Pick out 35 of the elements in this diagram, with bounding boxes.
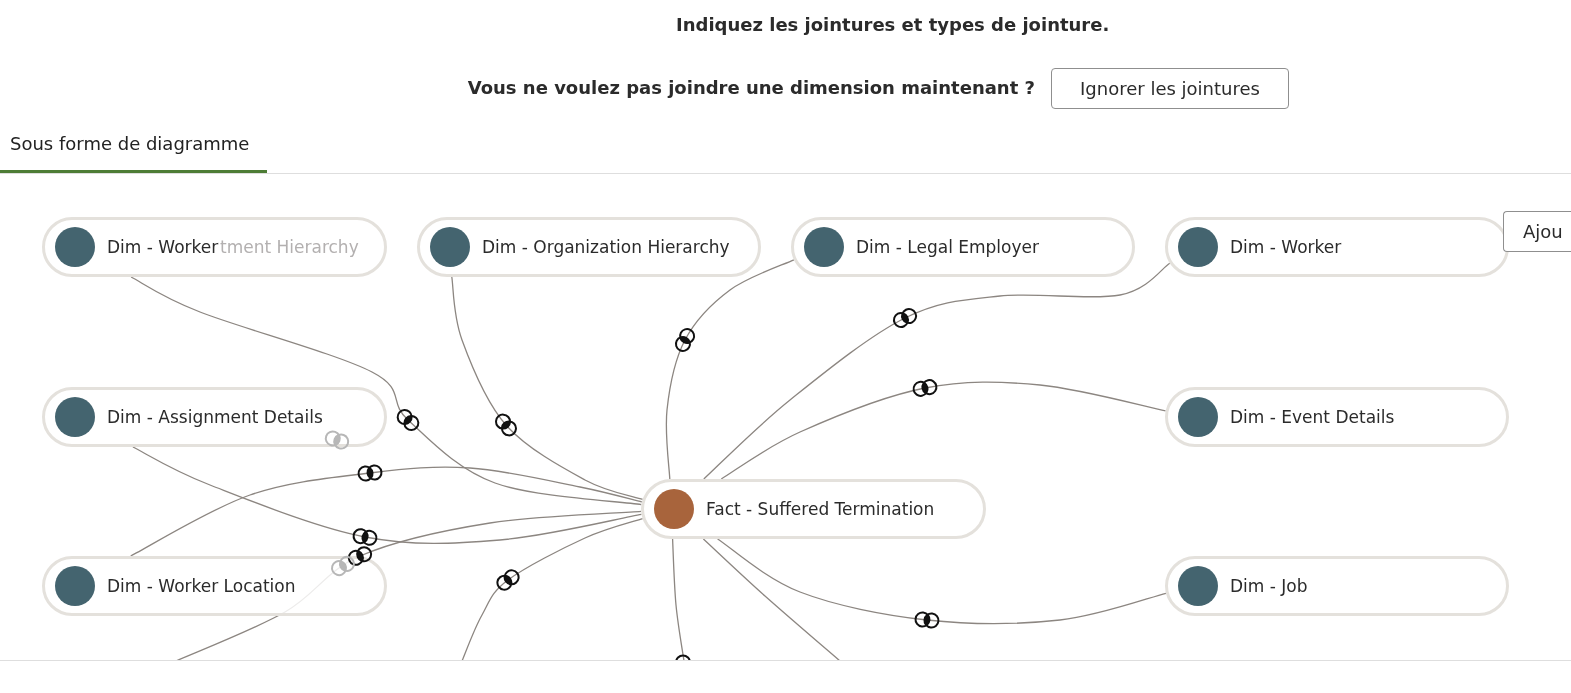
connector-line <box>716 538 1167 625</box>
prompt-text: Vous ne voulez pas joindre une dimension maintenant ? <box>467 76 1035 100</box>
connector-line <box>132 446 643 545</box>
node-label: Dim - Worker <box>107 236 219 258</box>
node-label: Dim - Organization Hierarchy <box>482 236 730 258</box>
connector-line <box>451 276 644 501</box>
skip-joins-button: Ignorer les jointures <box>1051 68 1289 109</box>
connector-line <box>665 259 795 480</box>
dimension-node <box>1165 556 1509 616</box>
node-label: Dim - Event Details <box>1230 406 1395 428</box>
node-label: Fact - Suffered Termination <box>706 498 935 520</box>
node-label: Dim - Legal Employer <box>856 236 1039 258</box>
node-label: Dim - Job <box>1230 575 1308 597</box>
active-tab: Sous forme de diagramme <box>0 122 267 173</box>
dimension-node <box>42 217 387 277</box>
node-label: Dim - Worker Location <box>107 575 296 597</box>
dimension-node <box>1165 217 1509 277</box>
dimension-node <box>791 217 1135 277</box>
connector-line <box>130 276 642 506</box>
connector-line <box>130 466 643 557</box>
faded-node-label: tment Hierarchy <box>220 236 359 258</box>
dimension-node <box>417 217 761 277</box>
dimension-node <box>42 556 387 616</box>
connector-line <box>720 381 1167 480</box>
dimension-node <box>42 387 387 447</box>
connector-line <box>703 262 1171 480</box>
node-label: Dim - Assignment Details <box>107 406 323 428</box>
add-button: Ajou <box>1503 211 1571 252</box>
connector-line <box>461 517 644 660</box>
connector-line <box>702 538 841 660</box>
fact-node <box>641 479 986 539</box>
node-label: Dim - Worker <box>1230 236 1342 258</box>
dimension-node <box>1165 387 1509 447</box>
page-title: Indiquez les jointures et types de jointure. <box>676 13 1110 37</box>
connector-line <box>671 538 685 660</box>
